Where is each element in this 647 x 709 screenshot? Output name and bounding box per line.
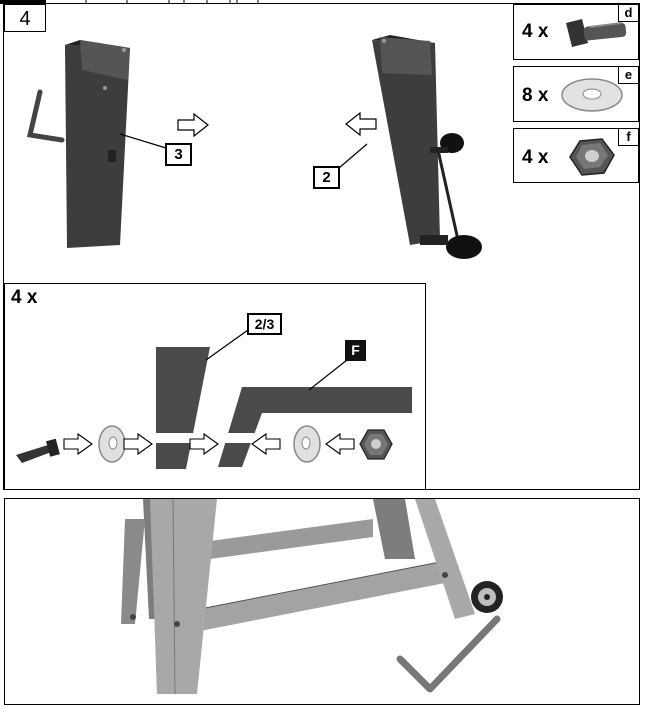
hardware-qty: 8 x: [522, 85, 549, 106]
hardware-box-washer: 8 x e: [513, 66, 639, 122]
callout-leader-2-3: [205, 329, 249, 361]
hex-nut-icon: [569, 138, 615, 176]
arrow-right-icon: [63, 432, 93, 456]
arrow-right-icon: [189, 432, 219, 456]
callout-leader-f: [308, 359, 348, 391]
callout-leader-3: [119, 133, 167, 149]
hardware-qty: 4 x: [522, 147, 549, 168]
check-mark-icon: [0, 0, 1, 1]
callout-brace-f: F: [345, 340, 366, 361]
arrow-right-icon: [123, 432, 153, 456]
arrow-left-icon: [345, 111, 377, 137]
hardware-tag: d: [618, 5, 638, 22]
arrow-left-icon: [325, 432, 355, 456]
bolt-icon: [16, 438, 60, 463]
washer-icon: [293, 425, 321, 463]
callout-leg-2-3: 2/3: [247, 313, 282, 335]
hardware-qty: 4 x: [522, 21, 549, 42]
arrow-left-icon: [251, 432, 281, 456]
leg-section-illustration: [150, 347, 218, 469]
brace-part-f-illustration: [214, 387, 412, 467]
washer-icon: [98, 425, 126, 463]
step-number: 4: [4, 4, 46, 32]
hardware-box-nut: 4 x f: [513, 128, 639, 183]
washer-icon: [561, 78, 623, 112]
hardware-box-bolt: 4 x d: [513, 4, 639, 60]
bolt-icon: [566, 19, 627, 47]
hardware-tag: e: [618, 67, 638, 84]
callout-leader-2: [338, 143, 368, 169]
callout-leg-3: 3: [165, 143, 192, 166]
arrow-right-icon: [177, 112, 209, 138]
hardware-tag: f: [618, 129, 638, 146]
leg-part-3-illustration: [26, 40, 130, 248]
detail-panel-bolt-assembly: [4, 283, 426, 490]
assembled-stand-illustration: [121, 498, 503, 695]
callout-leg-2: 2: [313, 166, 340, 189]
hex-nut-icon: [359, 429, 393, 460]
leg-part-2-illustration: [372, 35, 482, 259]
detail-multiplier: 4 x: [11, 287, 38, 308]
